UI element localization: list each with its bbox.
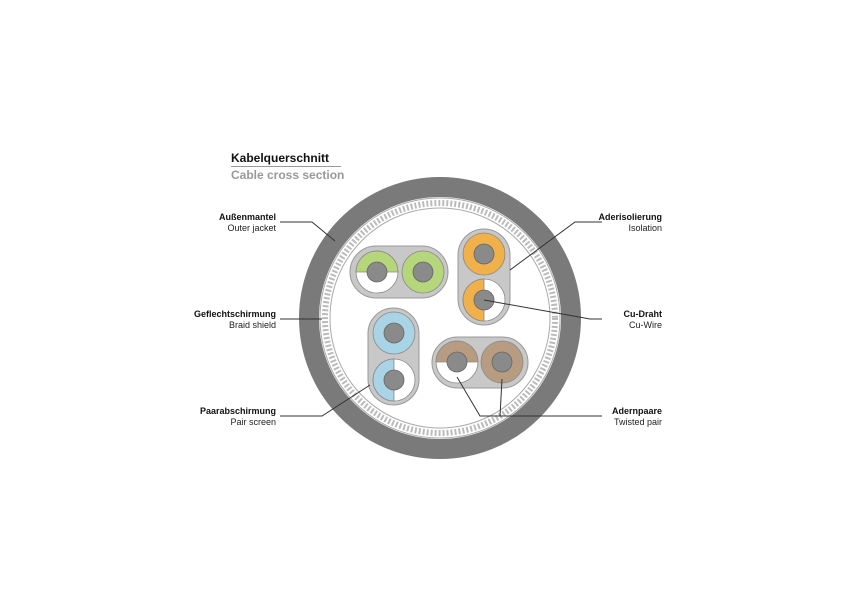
cu-wire-core xyxy=(383,322,405,344)
label-de: Paarabschirmung xyxy=(199,406,276,416)
cu-wire-core xyxy=(491,351,513,373)
outer-jacket xyxy=(299,177,581,459)
diagram-title: Kabelquerschnitt Cable cross section xyxy=(231,151,344,182)
label-de: Adernpaare xyxy=(611,406,662,416)
cu-wire-core xyxy=(366,261,388,283)
leader-lines xyxy=(280,221,602,417)
title-english: Cable cross section xyxy=(231,168,345,182)
cu-wire-core xyxy=(446,351,468,373)
label-en: Braid shield xyxy=(228,320,276,330)
title-german: Kabelquerschnitt xyxy=(231,151,341,167)
label-de: Geflechtschirmung xyxy=(193,309,276,319)
insulation-stripe-green xyxy=(355,250,399,273)
label-de: Cu-Draht xyxy=(623,309,663,319)
label-en: Cu-Wire xyxy=(629,320,662,330)
cu-wire-core xyxy=(383,369,405,391)
braid-shield-inner-ring xyxy=(329,207,551,429)
label-en: Twisted pair xyxy=(613,417,662,427)
cu-wire-core xyxy=(412,261,434,283)
insulation-stripe-brown xyxy=(435,340,479,363)
insulation-stripe-orange xyxy=(462,278,485,322)
label-de: Aderisolierung xyxy=(598,212,662,222)
braid-shield xyxy=(322,200,558,436)
insulation-stripe-blue xyxy=(372,358,395,402)
label-de: Außenmantel xyxy=(218,212,276,222)
cu-wire-core xyxy=(473,243,495,265)
label-en: Pair screen xyxy=(230,417,276,427)
label-en: Isolation xyxy=(628,223,662,233)
label-en: Outer jacket xyxy=(227,223,276,233)
